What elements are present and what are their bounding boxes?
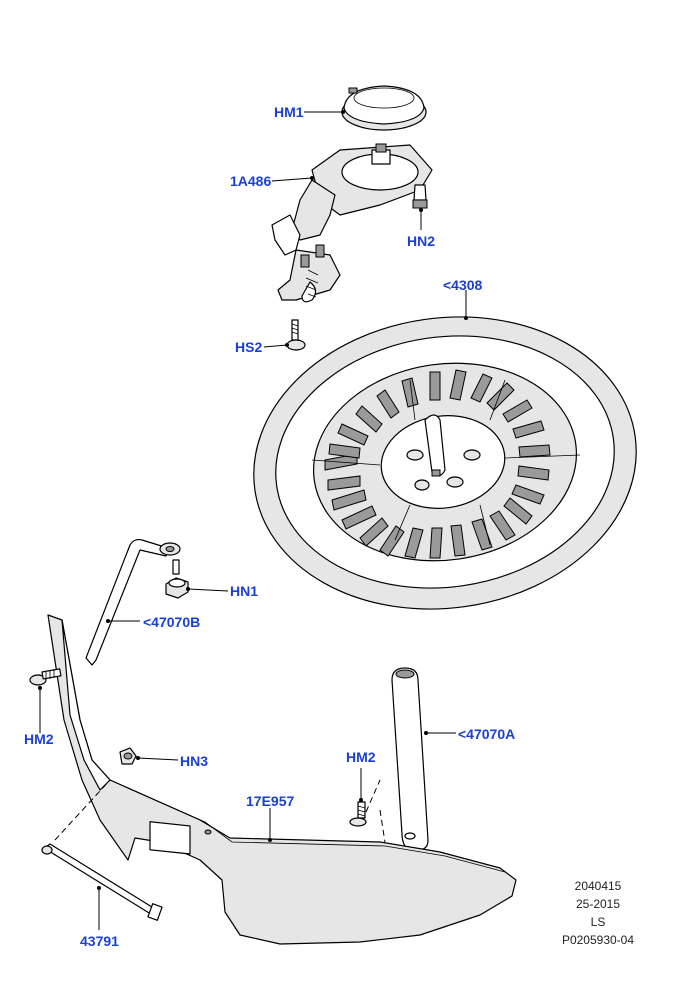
- spare-wheel-drawing: [253, 316, 637, 610]
- leader-lines: [38, 110, 468, 930]
- label-1a486: 1A486: [230, 173, 271, 189]
- bolt-hs2-drawing: [286, 319, 306, 351]
- meta-line-4: P0205930-04: [562, 933, 634, 947]
- label-43791: 43791: [80, 933, 119, 949]
- rod-47070a-drawing: [391, 667, 429, 851]
- label-hm2-right: HM2: [346, 749, 376, 765]
- rod-43791-drawing: [41, 779, 163, 921]
- screw-hm2-left-drawing: [29, 668, 62, 686]
- nut-hn1-drawing: [165, 577, 189, 599]
- label-47070a: <47070A: [458, 726, 515, 742]
- label-hs2: HS2: [235, 339, 262, 355]
- bracket-1a486-drawing: [271, 143, 433, 303]
- label-17e957: 17E957: [246, 793, 294, 809]
- screw-hm2-right-drawing: [349, 779, 391, 876]
- clip-hn3-drawing: [119, 747, 137, 765]
- label-hm1: HM1: [274, 104, 304, 120]
- rod-47070b-drawing: [85, 538, 181, 666]
- wheel-spoke-slots: [324, 369, 551, 559]
- label-hn1: HN1: [230, 583, 258, 599]
- meta-line-1: 2040415: [575, 879, 622, 893]
- cap-hm1-drawing: [341, 85, 427, 131]
- label-4308: <4308: [443, 277, 483, 293]
- label-hn2: HN2: [407, 233, 435, 249]
- meta-line-2: 25-2015: [576, 897, 620, 911]
- label-hm2-left: HM2: [24, 731, 54, 747]
- label-hn3: HN3: [180, 753, 208, 769]
- cover-17e957-drawing: [47, 614, 517, 945]
- meta-line-3: LS: [591, 915, 606, 929]
- label-47070b: <47070B: [143, 614, 200, 630]
